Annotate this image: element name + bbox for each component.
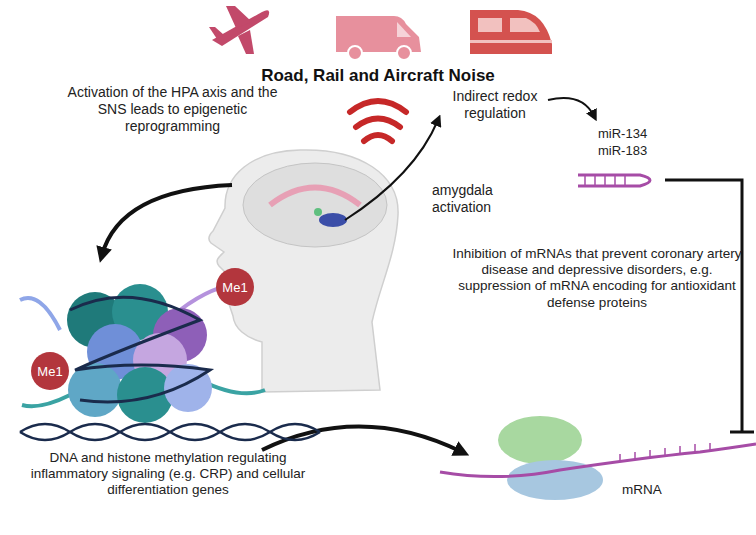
histone (117, 367, 173, 423)
head-silhouette (209, 150, 398, 392)
sound-wave (356, 119, 400, 128)
annotation-text: amygdala activation (432, 182, 502, 216)
dna-wrap (70, 297, 210, 402)
van-icon (336, 16, 421, 60)
train-window (510, 18, 540, 32)
amygdala-shape (319, 213, 347, 227)
dna-strand (20, 424, 320, 440)
histone (164, 364, 212, 412)
annotation-text: Activation of the HPA axis and the SNS l… (55, 84, 290, 134)
methyl-mark: Me1 (216, 268, 254, 306)
curved-arrow (548, 98, 594, 116)
inhibition-stem (665, 180, 742, 432)
aircraft-wing (238, 30, 254, 54)
head-illustration (209, 150, 398, 392)
van-window (397, 22, 411, 37)
dna-strand (20, 424, 320, 440)
curved-arrow (102, 185, 232, 255)
inhibition-line (665, 180, 754, 432)
inhibition-bar (730, 431, 754, 434)
aircraft-tail (209, 27, 224, 39)
aircraft-wing (226, 6, 252, 28)
mirna-pairs (585, 175, 625, 186)
methyl-mark: Me1 (31, 352, 69, 390)
mirna-strand (578, 175, 650, 186)
train-body (470, 10, 552, 54)
train-window (478, 18, 502, 32)
ribosome (498, 416, 603, 500)
node-text: Me1 (222, 280, 247, 295)
mirna-hairpin (578, 175, 650, 186)
diagram-title: Road, Rail and Aircraft Noise (178, 66, 578, 86)
histone-tail (22, 395, 70, 406)
brain-region (314, 208, 322, 216)
mrna-bases (620, 443, 710, 462)
sound-wave (350, 101, 406, 112)
annotation-text: Indirect redox regulation (440, 88, 550, 122)
histone-tail (20, 298, 60, 330)
mirna-name: miR-134 (598, 126, 668, 142)
dna-helix (20, 424, 320, 440)
brain-band (270, 188, 360, 206)
aircraft-icon (209, 6, 269, 54)
train-icon (470, 10, 552, 54)
molecule-label: mRNA (622, 482, 682, 498)
annotation-text: Inhibition of mRNAs that prevent coronar… (452, 246, 742, 311)
train-stripe (470, 40, 552, 43)
annotation-text: DNA and histone methylation regulating i… (18, 450, 318, 499)
mrna-line (440, 444, 756, 477)
sound-waves (350, 101, 406, 141)
node-text: Me1 (37, 364, 62, 379)
van-wheel (397, 46, 411, 60)
van-wheel (348, 46, 362, 60)
curved-arrow (345, 120, 438, 220)
mrna-strand (440, 443, 756, 477)
ribosome-subunit (498, 416, 582, 464)
sound-wave (364, 135, 392, 141)
mirna-name: miR-183 (598, 143, 668, 159)
